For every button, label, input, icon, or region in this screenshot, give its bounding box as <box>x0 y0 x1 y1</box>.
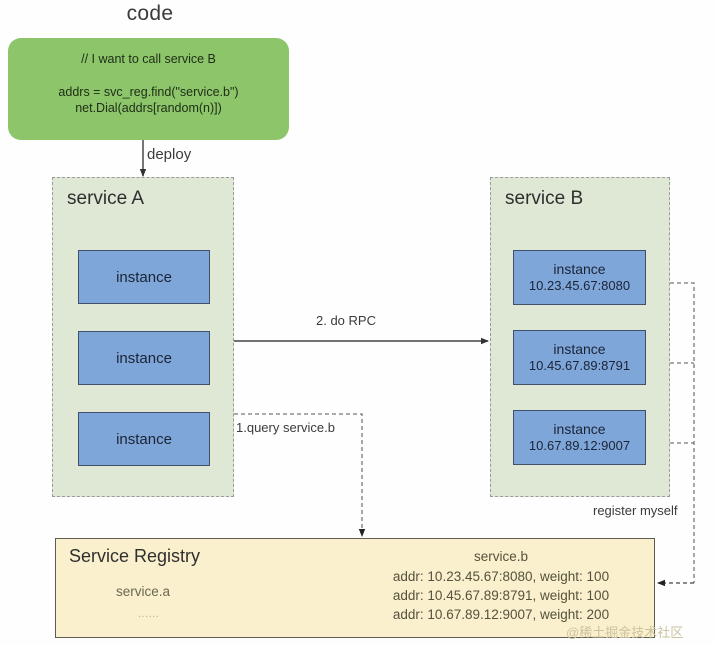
instance-address: 10.45.67.89:8791 <box>528 358 631 373</box>
service-b-title: service B <box>505 188 584 209</box>
deploy-label: deploy <box>147 146 192 163</box>
registry-service-b-name: service.b <box>473 549 529 564</box>
service-registry-panel: Service Registry service.a ...... servic… <box>55 538 655 638</box>
registry-service-a-ellipsis: ...... <box>138 608 160 620</box>
registry-title: Service Registry <box>69 546 201 566</box>
service-b-container: service B instance 10.23.45.67:8080 inst… <box>490 177 670 497</box>
code-comment: // I want to call service B <box>81 52 216 66</box>
registry-entry-row: addr: 10.23.45.67:8080, weight: 100 <box>392 569 610 584</box>
instance-label: instance <box>116 349 172 367</box>
registry-entry-row: addr: 10.45.67.89:8791, weight: 100 <box>392 588 610 603</box>
code-line-dial: net.Dial(addrs[random(n)]) <box>75 101 222 115</box>
watermark: @稀土掘金技术社区 <box>566 625 684 640</box>
instance-label: instance <box>553 421 606 437</box>
query-label: 1.query service.b <box>236 420 335 435</box>
instance-label: instance <box>553 261 606 277</box>
instance-label: instance <box>553 341 606 357</box>
service-b-instance-1[interactable]: instance 10.23.45.67:8080 <box>513 250 646 305</box>
registry-service-a-name: service.a <box>116 584 171 599</box>
service-a-container: service A instance instance instance <box>52 177 234 497</box>
instance-label: instance <box>116 268 172 286</box>
instance-address: 10.67.89.12:9007 <box>528 438 631 453</box>
service-a-instance-1[interactable]: instance <box>78 250 210 304</box>
registry-service-b-block: service.b addr: 10.23.45.67:8080, weight… <box>356 547 646 624</box>
service-b-instance-3[interactable]: instance 10.67.89.12:9007 <box>513 410 646 465</box>
service-a-instance-3[interactable]: instance <box>78 412 210 466</box>
service-b-instance-2[interactable]: instance 10.45.67.89:8791 <box>513 330 646 385</box>
rpc-label: 2. do RPC <box>316 313 376 328</box>
service-a-title: service A <box>67 188 145 209</box>
service-a-instance-2[interactable]: instance <box>78 331 210 385</box>
instance-address: 10.23.45.67:8080 <box>528 278 631 293</box>
code-line-find: addrs = svc_reg.find("service.b") <box>58 85 239 99</box>
registry-entry-row: addr: 10.67.89.12:9007, weight: 200 <box>392 607 610 622</box>
code-block: // I want to call service B addrs = svc_… <box>8 38 289 140</box>
register-label: register myself <box>593 503 678 518</box>
instance-label: instance <box>116 430 172 448</box>
page-title: code <box>126 2 174 25</box>
